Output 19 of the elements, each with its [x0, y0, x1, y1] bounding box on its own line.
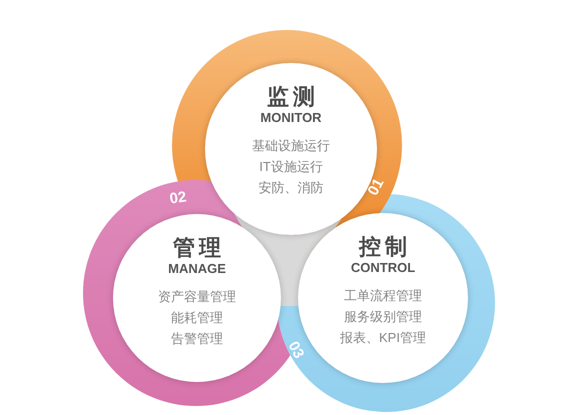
- list-item: 能耗管理: [171, 309, 223, 327]
- step-number: 02: [168, 189, 188, 207]
- english-heading: MONITOR: [260, 110, 322, 125]
- list-item: 资产容量管理: [158, 288, 236, 306]
- list-item: 工单流程管理: [344, 287, 422, 305]
- list-item: IT设施运行: [259, 158, 323, 176]
- english-heading: CONTROL: [350, 260, 416, 275]
- circle-heading: 管理: [172, 235, 226, 261]
- list-item: 安防、消防: [258, 179, 324, 197]
- list-item: 告警管理: [171, 330, 223, 348]
- center-triangle: [234, 213, 342, 306]
- step-number: 03: [285, 339, 307, 361]
- list-item: 基础设施运行: [252, 137, 330, 155]
- list-item: 服务级别管理: [344, 308, 422, 326]
- list-item: 报表、KPI管理: [340, 329, 426, 347]
- circle-heading: 控制: [358, 234, 412, 260]
- step-number: 01: [365, 176, 387, 198]
- english-heading: MANAGE: [168, 261, 226, 276]
- circle-heading: 监测: [266, 84, 320, 110]
